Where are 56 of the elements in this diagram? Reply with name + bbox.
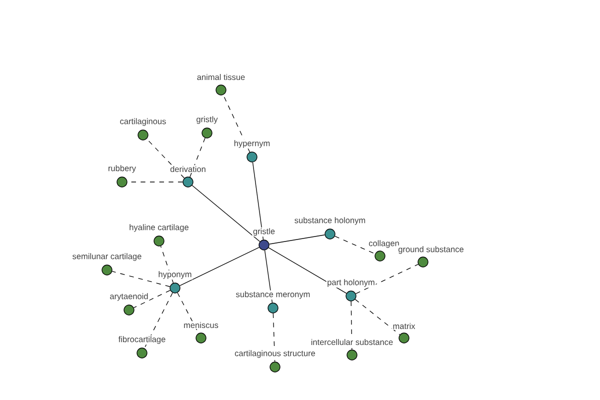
- graph-node: [398, 332, 410, 344]
- graph-node: [374, 250, 386, 262]
- graph-node: [216, 84, 226, 96]
- node-label: matrix: [392, 322, 416, 330]
- node-label: hypernym: [233, 139, 271, 149]
- node-label: substance holonym: [294, 216, 366, 226]
- graph-node: [246, 152, 258, 162]
- graph-node: [124, 304, 134, 316]
- node-label: cartilaginous: [119, 117, 167, 127]
- graph-node: [346, 290, 356, 302]
- graph-node: [258, 240, 270, 250]
- connector: [192, 185, 260, 242]
- graph-node: [102, 264, 112, 276]
- connector: [146, 138, 185, 178]
- graph-node: [136, 348, 148, 358]
- node-label: meniscus: [182, 321, 220, 329]
- graph-node: [154, 236, 164, 246]
- node-label: rubbery: [107, 164, 137, 174]
- connector: [144, 292, 173, 349]
- node-label: intercellular substance: [310, 338, 394, 346]
- connector: [354, 298, 400, 336]
- node-label: cartilaginous structure: [234, 349, 316, 359]
- graph-node: [116, 176, 128, 188]
- node-label: derivation: [169, 165, 207, 173]
- graph-node: [182, 176, 194, 188]
- graph-node: [268, 302, 278, 314]
- node-label: gristly: [195, 115, 219, 125]
- connector: [179, 246, 260, 286]
- connector: [133, 290, 171, 308]
- graph-node: [346, 350, 358, 360]
- connector: [268, 234, 326, 244]
- connector: [268, 247, 347, 294]
- node-label: gristle: [252, 227, 276, 237]
- node-label: hyaline cartilage: [128, 223, 190, 233]
- graph-node: [170, 282, 180, 294]
- graph-node: [196, 332, 206, 344]
- connector: [222, 94, 250, 152]
- connector: [252, 162, 264, 240]
- connector: [190, 138, 206, 178]
- node-label: ground substance: [397, 245, 465, 255]
- graph-node: [270, 362, 280, 372]
- graph-node: [138, 130, 148, 140]
- node-label: fibrocartilage: [118, 335, 166, 345]
- node-label: semilunar cartilage: [72, 252, 142, 262]
- connector: [112, 271, 170, 287]
- connector: [334, 236, 376, 254]
- connector: [160, 246, 174, 284]
- node-label: animal tissue: [196, 73, 246, 81]
- node-label: hyponym: [157, 270, 193, 280]
- node-label: substance meronym: [234, 290, 312, 300]
- graph-node: [324, 228, 336, 240]
- graph-node: [202, 128, 212, 138]
- connector: [356, 264, 419, 294]
- graph-node: [418, 256, 428, 268]
- node-label: part holonym: [326, 278, 376, 288]
- node-label: arytaenoid: [108, 292, 150, 302]
